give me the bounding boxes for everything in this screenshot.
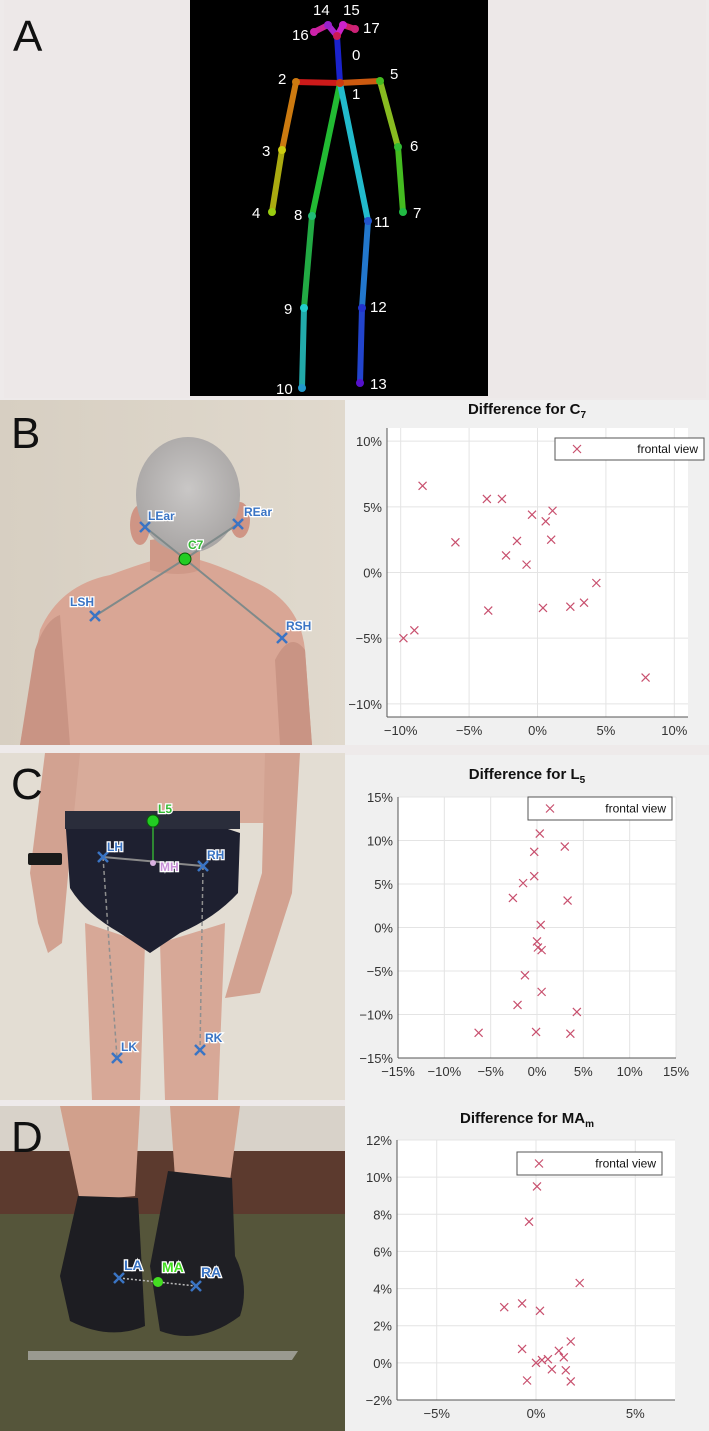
svg-text:6%: 6%: [373, 1244, 392, 1259]
panel-b-photo: LEar REar C7 LSH RSH: [0, 400, 345, 745]
label-rh: RH: [207, 848, 224, 862]
svg-text:5%: 5%: [597, 723, 616, 738]
chart-c7-title: Difference for C7: [467, 401, 587, 421]
label-mh: MH: [160, 860, 179, 874]
svg-text:13: 13: [370, 376, 387, 393]
svg-text:15%: 15%: [663, 1064, 689, 1079]
svg-text:10: 10: [276, 381, 293, 396]
svg-text:10%: 10%: [366, 1170, 392, 1185]
label-rsh: RSH: [286, 619, 311, 633]
svg-text:10%: 10%: [367, 834, 393, 849]
svg-text:1: 1: [352, 86, 360, 103]
svg-text:−5%: −5%: [356, 631, 383, 646]
svg-text:0%: 0%: [363, 566, 382, 581]
chart-c7-plot: −10% −5% 0% 5% 10% 10% 5% 0% −5% −10% frontal view: [348, 428, 705, 738]
svg-text:10%: 10%: [356, 434, 382, 449]
label-ma: MA: [162, 1259, 184, 1275]
svg-text:0%: 0%: [527, 1406, 546, 1421]
svg-text:frontal view: frontal view: [595, 1157, 656, 1171]
svg-text:−10%: −10%: [359, 1008, 393, 1023]
chart-c7: Difference for C7 −10%−5%0%5%10%10%5%0%−…: [345, 400, 709, 745]
panel-d-photo: LA MA RA: [0, 1106, 345, 1431]
label-lear: LEar: [148, 509, 175, 523]
svg-text:0%: 0%: [373, 1356, 392, 1371]
svg-text:−15%: −15%: [359, 1051, 393, 1066]
svg-text:6: 6: [410, 138, 418, 155]
svg-text:5%: 5%: [374, 877, 393, 892]
label-lh: LH: [107, 840, 123, 854]
svg-text:10%: 10%: [661, 723, 687, 738]
svg-text:11: 11: [374, 214, 390, 231]
svg-text:15%: 15%: [367, 790, 393, 805]
svg-text:−5%: −5%: [367, 964, 394, 979]
svg-text:2%: 2%: [373, 1319, 392, 1334]
svg-text:−10%: −10%: [348, 697, 382, 712]
svg-text:0%: 0%: [528, 723, 547, 738]
chart-l5: Difference for L5 −15% −10% −5% 0% 5% 10% 15% 1…: [345, 755, 709, 1100]
svg-text:2: 2: [278, 71, 286, 88]
svg-text:5%: 5%: [574, 1064, 593, 1079]
chart-mam-plot: −5% 0% 5% 12% 10% 8% 6% 4% 2% 0% −2% frontal view: [366, 1133, 675, 1421]
svg-text:−5%: −5%: [456, 723, 483, 738]
label-rk: RK: [205, 1031, 223, 1045]
svg-text:−10%: −10%: [428, 1064, 462, 1079]
panel-c-photo: L5 LH RH MH LK RK: [0, 753, 345, 1100]
svg-text:frontal view: frontal view: [637, 442, 698, 456]
svg-text:−10%: −10%: [384, 723, 418, 738]
svg-text:15: 15: [343, 2, 360, 19]
svg-text:12%: 12%: [366, 1133, 392, 1148]
panel-d-letter: D: [11, 1113, 43, 1162]
svg-text:9: 9: [284, 301, 292, 318]
svg-text:5: 5: [390, 66, 398, 83]
svg-text:0: 0: [352, 47, 360, 64]
svg-text:0%: 0%: [528, 1064, 547, 1079]
svg-text:17: 17: [363, 20, 380, 37]
label-la: LA: [124, 1257, 143, 1273]
svg-text:5%: 5%: [626, 1406, 645, 1421]
label-c7: C7: [188, 538, 204, 552]
label-l5: L5: [158, 802, 172, 816]
panel-a-letter: A: [13, 12, 43, 61]
svg-text:0%: 0%: [374, 921, 393, 936]
svg-text:4: 4: [252, 205, 260, 222]
chart-l5-title: Difference for L5: [468, 766, 586, 786]
svg-text:14: 14: [313, 2, 330, 19]
chart-mam-title: Difference for MAm: [460, 1110, 594, 1130]
label-lk: LK: [121, 1040, 137, 1054]
svg-text:−15%: −15%: [381, 1064, 415, 1079]
label-rear: REar: [244, 505, 272, 519]
svg-text:16: 16: [292, 27, 309, 44]
svg-text:8%: 8%: [373, 1207, 392, 1222]
chart-l5-plot: −15% −10% −5% 0% 5% 10% 15% 15% 10% 5% 0% −5% −10% −1…: [359, 790, 689, 1079]
svg-text:−5%: −5%: [477, 1064, 504, 1079]
panel-b-letter: B: [11, 409, 41, 458]
svg-text:−2%: −2%: [366, 1393, 393, 1408]
label-lsh: LSH: [70, 595, 94, 609]
svg-text:7: 7: [413, 205, 421, 222]
chart-mam: Difference for MAm −5% 0% 5% 12% 10% 8% 6% 4% 2%…: [345, 1100, 709, 1431]
panel-c-letter: C: [11, 760, 43, 809]
svg-text:10%: 10%: [617, 1064, 643, 1079]
svg-text:12: 12: [370, 299, 387, 316]
svg-text:8: 8: [294, 207, 302, 224]
svg-text:4%: 4%: [373, 1282, 392, 1297]
svg-text:3: 3: [262, 143, 270, 160]
svg-text:frontal view: frontal view: [605, 802, 666, 816]
label-ra: RA: [201, 1264, 221, 1280]
svg-text:−5%: −5%: [424, 1406, 451, 1421]
svg-text:5%: 5%: [363, 500, 382, 515]
